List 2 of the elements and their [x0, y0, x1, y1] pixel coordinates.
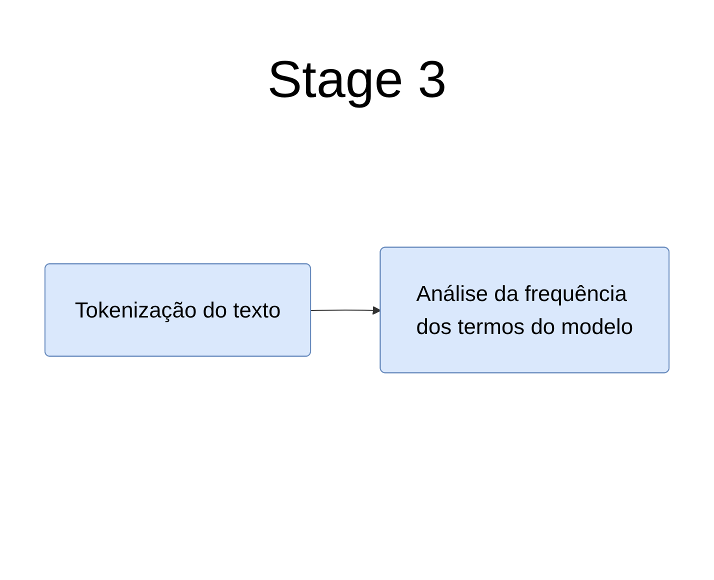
title: Stage 3 [267, 50, 447, 110]
arrow [310, 306, 382, 315]
